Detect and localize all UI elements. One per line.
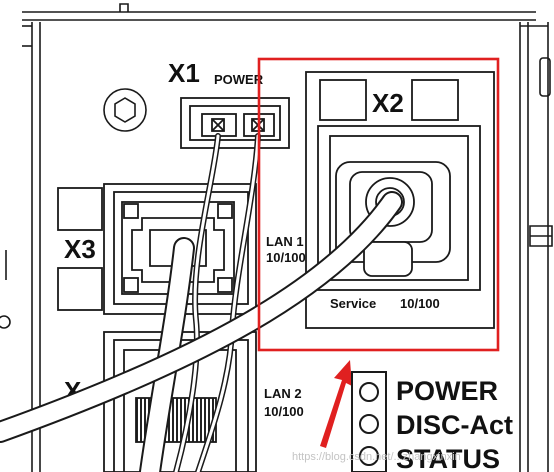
watermark: https://blog.csdn.net/...zhangxinxin [292, 451, 461, 463]
lan2-speed: 10/100 [264, 404, 304, 419]
x1-label: X1 [168, 58, 200, 88]
hex-screw-icon [103, 88, 147, 132]
highlight-box [257, 57, 500, 352]
device-housing [0, 3, 553, 472]
x1-power-label: POWER [214, 72, 264, 87]
x3-label: X3 [64, 234, 96, 264]
cables [0, 133, 403, 472]
x2-label: X2 [372, 88, 404, 118]
led-label-status: STATUS [396, 444, 500, 472]
led-label-disc-act: DISC-Act [396, 410, 513, 440]
lan1-port [57, 183, 257, 315]
led-label-power: POWER [396, 376, 498, 406]
lan1-speed: 10/100 [266, 250, 306, 265]
lan1-label: LAN 1 [266, 234, 304, 249]
service-speed: 10/100 [400, 296, 440, 311]
red-arrow-icon [320, 360, 352, 448]
service-cable [0, 191, 403, 443]
x1-power-connector [180, 97, 290, 149]
service-label: Service [330, 296, 376, 311]
status-led-panel [351, 371, 387, 472]
lan2-label: LAN 2 [264, 386, 302, 401]
